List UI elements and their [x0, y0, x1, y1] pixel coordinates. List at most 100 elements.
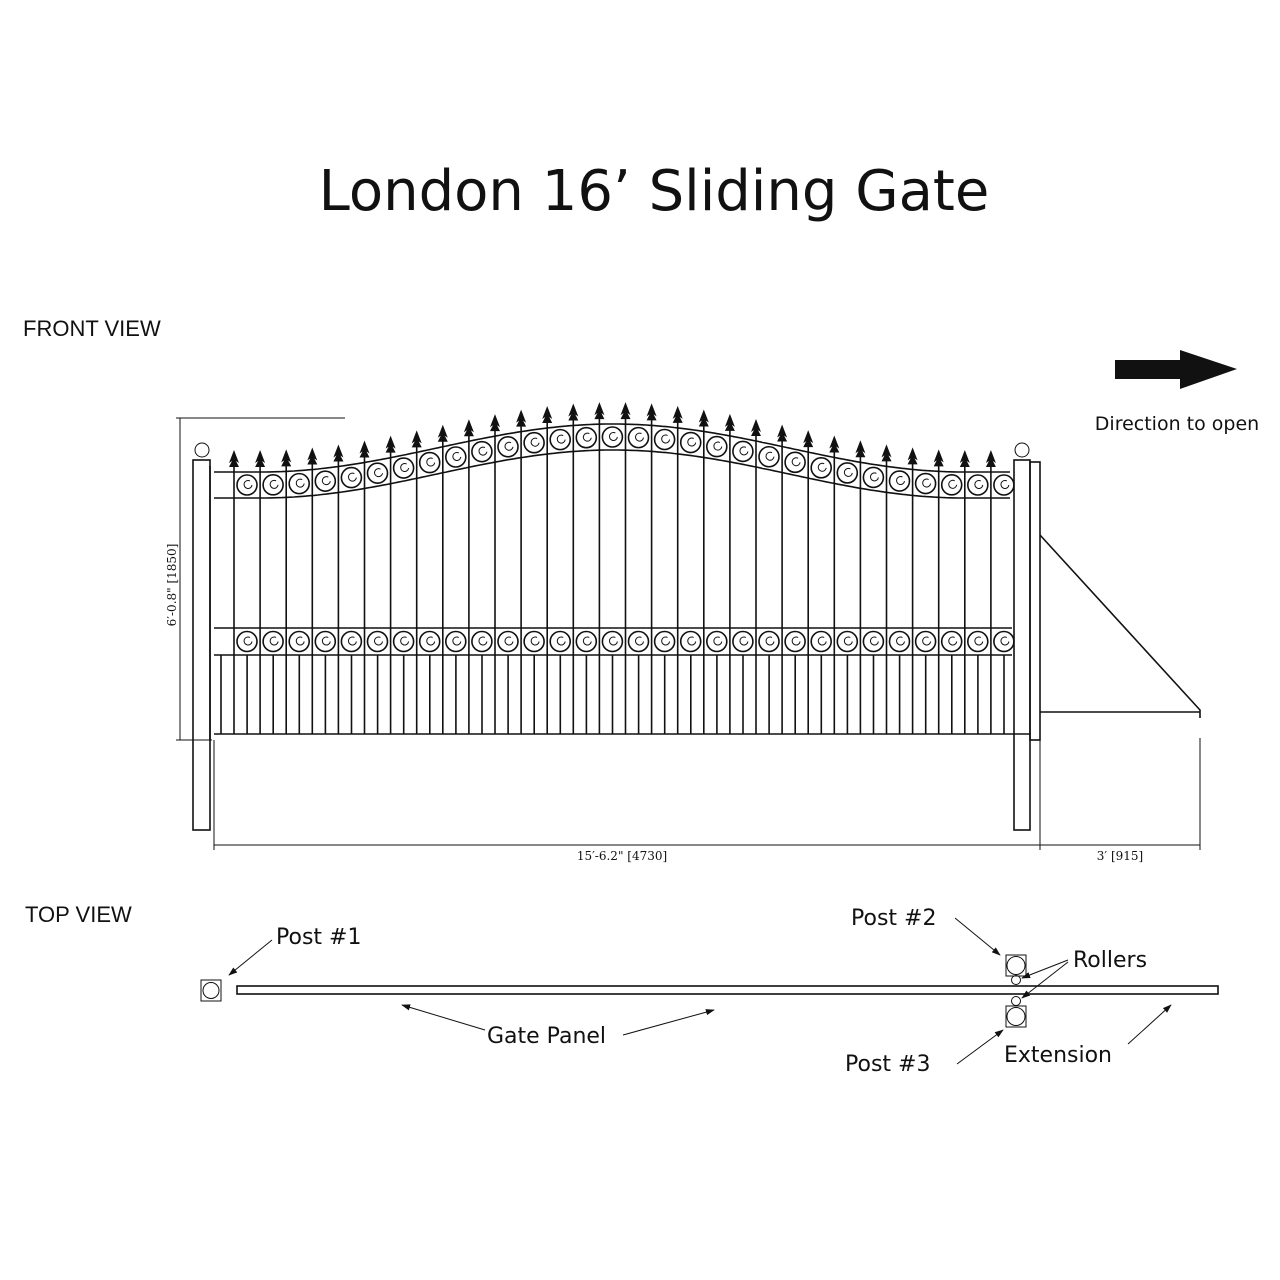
spear-finial [568, 403, 579, 421]
spear-finial [620, 402, 631, 420]
scroll [653, 630, 676, 653]
scroll [966, 474, 989, 496]
roller-bottom [1011, 996, 1021, 1006]
spear-finial [803, 430, 814, 448]
scroll-curl [817, 462, 827, 472]
scroll-curl [896, 636, 905, 646]
scroll [601, 426, 624, 448]
spear-finial [333, 444, 344, 462]
scroll-curl [922, 478, 932, 488]
scroll-curl [347, 636, 357, 646]
scroll-curl [426, 457, 436, 467]
scroll [627, 630, 650, 653]
scroll [784, 451, 806, 474]
scroll [392, 630, 415, 653]
scroll [314, 630, 337, 653]
scroll [471, 440, 493, 463]
post-1-label: Post #1 [276, 925, 361, 950]
scroll [471, 630, 493, 653]
front-view-label: FRONT VIEW [23, 316, 161, 341]
spear-finial [855, 440, 866, 458]
scroll-curl [556, 636, 566, 646]
scroll [549, 630, 572, 653]
scroll-curl [243, 480, 253, 489]
spear-finial [463, 419, 474, 437]
spear-finial [594, 402, 605, 420]
scroll [679, 431, 702, 454]
scroll [966, 630, 989, 653]
scroll [653, 428, 676, 451]
spear-finial [646, 403, 657, 421]
scroll [862, 466, 885, 489]
scroll-curl [295, 478, 305, 488]
scroll-curl [661, 434, 671, 444]
post-cap [194, 442, 210, 458]
scroll-curl [478, 636, 488, 646]
scroll-curl [347, 472, 357, 482]
scroll-curl [635, 432, 644, 442]
height-dimension-text: 6′-0.8" [1850] [165, 544, 179, 627]
spear-finial [281, 449, 292, 467]
post-3 [1005, 1005, 1027, 1028]
scroll-curl [1000, 480, 1010, 489]
extension-dimension-text: 3′ [915] [1097, 849, 1143, 863]
scroll [392, 457, 415, 479]
scroll [732, 440, 754, 463]
scroll [784, 630, 806, 653]
spear-finial [907, 447, 918, 465]
scroll-curl [713, 636, 723, 646]
scroll [705, 435, 728, 458]
scroll-curl [321, 636, 331, 646]
post-2 [1005, 954, 1027, 977]
scroll-curl [608, 432, 618, 441]
scroll [758, 445, 780, 468]
post-2 [1013, 459, 1031, 831]
width-dimension-text: 15′-6.2" [4730] [577, 849, 667, 863]
scroll [575, 630, 598, 653]
scroll [497, 435, 519, 458]
scroll-curl [452, 636, 462, 646]
spear-finial [359, 440, 370, 458]
scroll [314, 470, 337, 492]
width-dimension-line [213, 738, 1201, 850]
scroll-curl [295, 636, 305, 646]
scroll-curl [765, 451, 775, 461]
scroll [523, 630, 545, 653]
scroll [836, 630, 859, 653]
spear-finial [307, 447, 318, 465]
post-2-label: Post #2 [851, 906, 936, 931]
scroll [888, 630, 911, 653]
scroll-curl [400, 463, 410, 472]
scroll-curl [556, 434, 566, 444]
scroll [444, 446, 467, 468]
extension-frame [1039, 534, 1201, 718]
scroll [836, 462, 859, 484]
page-title: London 16’ Sliding Gate [319, 159, 990, 224]
scroll-curl [948, 479, 958, 489]
gate-panel-plan [236, 985, 1219, 995]
spear-finial [229, 450, 239, 467]
scroll [288, 630, 311, 653]
post-1 [200, 979, 222, 1002]
top-view-label: TOP VIEW [25, 902, 132, 927]
scroll [914, 472, 937, 495]
scroll-curl [452, 452, 462, 461]
scroll-curl [739, 636, 749, 646]
top-scroll-rail [214, 449, 1010, 499]
top-rail [214, 423, 1010, 473]
scroll-curl [687, 437, 697, 447]
scroll-curl [426, 636, 436, 646]
spear-finial [829, 435, 840, 453]
scroll [705, 630, 728, 653]
scroll [940, 630, 963, 653]
scroll-curl [817, 636, 827, 646]
scroll-curl [661, 636, 671, 646]
scroll-curl [582, 636, 592, 646]
spear-finial [385, 435, 396, 453]
roller-top [1011, 975, 1021, 985]
scroll-curl [869, 636, 879, 646]
scroll-curl [869, 472, 879, 482]
scroll-curl [896, 476, 905, 485]
post-cap [1014, 442, 1030, 458]
